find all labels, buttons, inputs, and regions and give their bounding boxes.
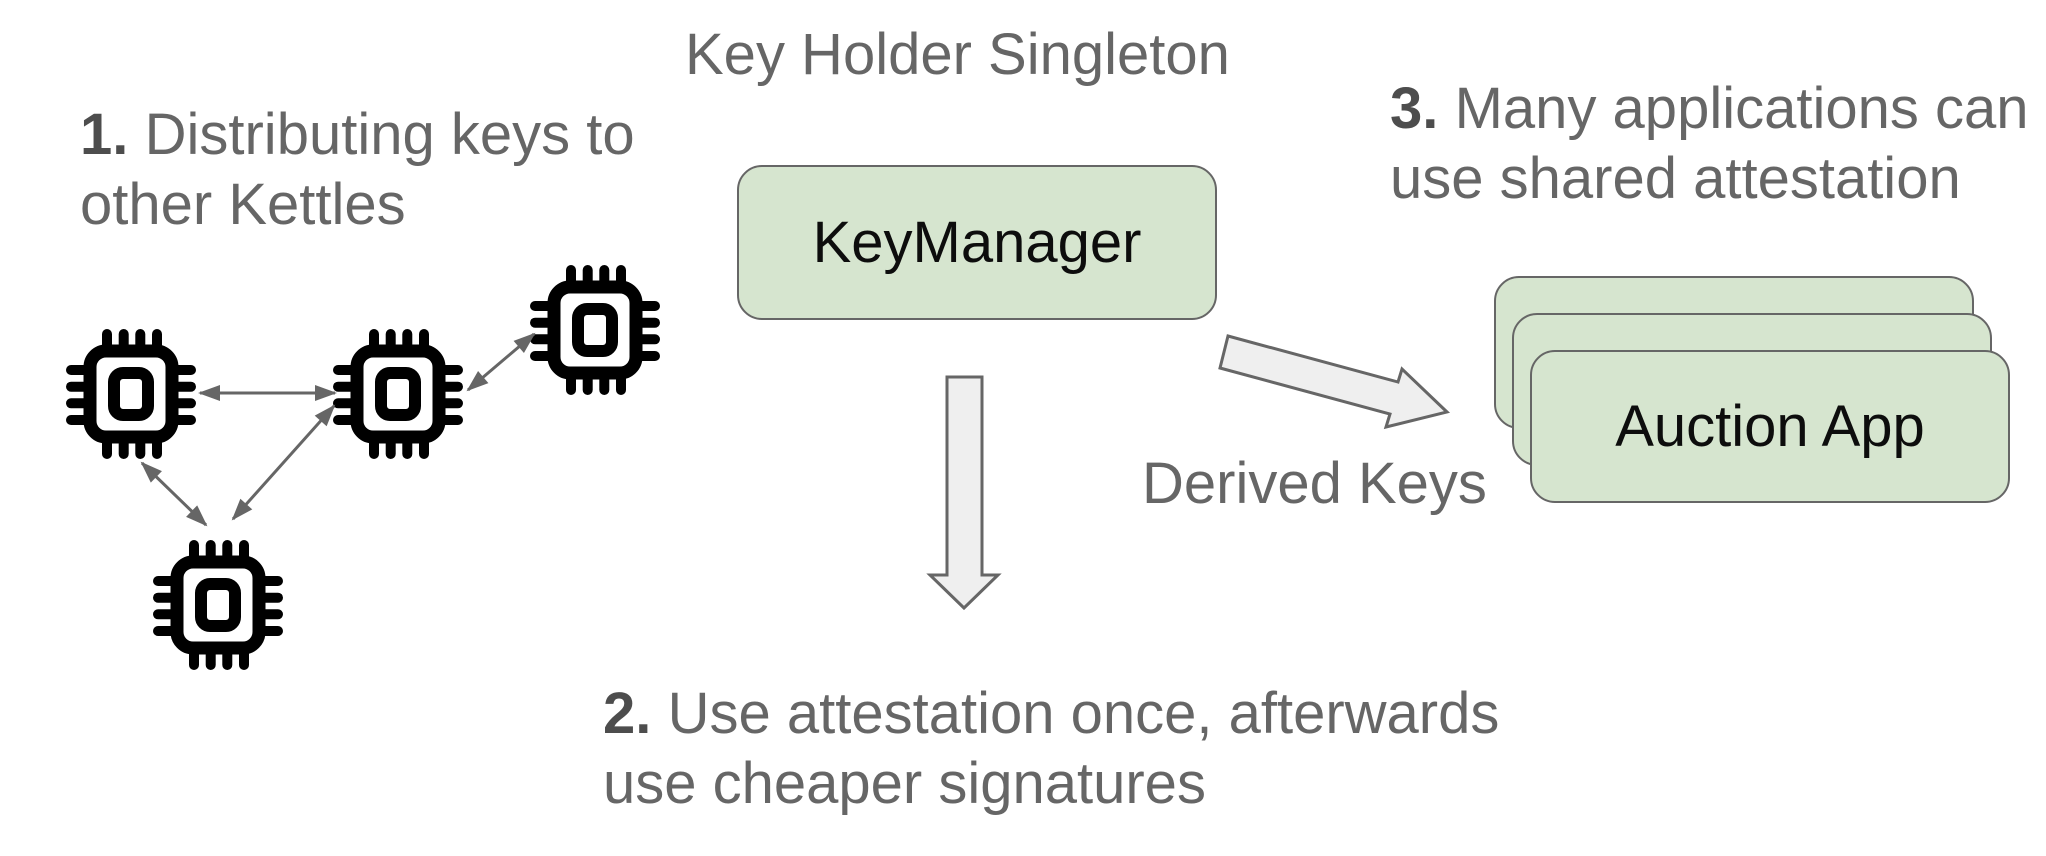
diagram-title: Key Holder Singleton [685, 22, 1230, 87]
note-step3-line1: 3.Many applications can [1390, 76, 2029, 141]
note-step1: 1.Distributing keys to other Kettles [80, 100, 635, 240]
chip-icon [535, 270, 655, 390]
note-step3: 3.Many applications can use shared attes… [1390, 74, 2029, 214]
note-step2-number: 2. [603, 681, 652, 746]
note-step3-line2: use shared attestation [1390, 146, 1961, 211]
chip-icon [158, 545, 278, 665]
note-step2: 2.Use attestation once, afterwards use c… [603, 679, 1499, 819]
note-step1-line1: 1.Distributing keys to [80, 102, 635, 167]
chip-icon [338, 334, 458, 454]
down-block-arrow [926, 375, 1002, 611]
auction-app-label: Auction App [1615, 394, 1925, 459]
key-distribution-link-arrow [466, 332, 536, 392]
derived-keys-label: Derived Keys [1142, 451, 1487, 516]
auction-app-node-front: Auction App [1530, 350, 2010, 503]
note-step2-line1: 2.Use attestation once, afterwards [603, 681, 1500, 746]
diagonal-block-arrow [1218, 334, 1451, 430]
key-manager-label: KeyManager [812, 210, 1142, 275]
note-step2-line2: use cheaper signatures [603, 751, 1206, 816]
key-manager-node: KeyManager [737, 165, 1217, 320]
note-step3-number: 3. [1390, 76, 1439, 141]
key-distribution-link-arrow [140, 461, 208, 527]
note-step1-number: 1. [80, 102, 129, 167]
note-step1-line2: other Kettles [80, 172, 406, 237]
key-distribution-link-arrow [231, 404, 336, 521]
chip-icon [71, 334, 191, 454]
